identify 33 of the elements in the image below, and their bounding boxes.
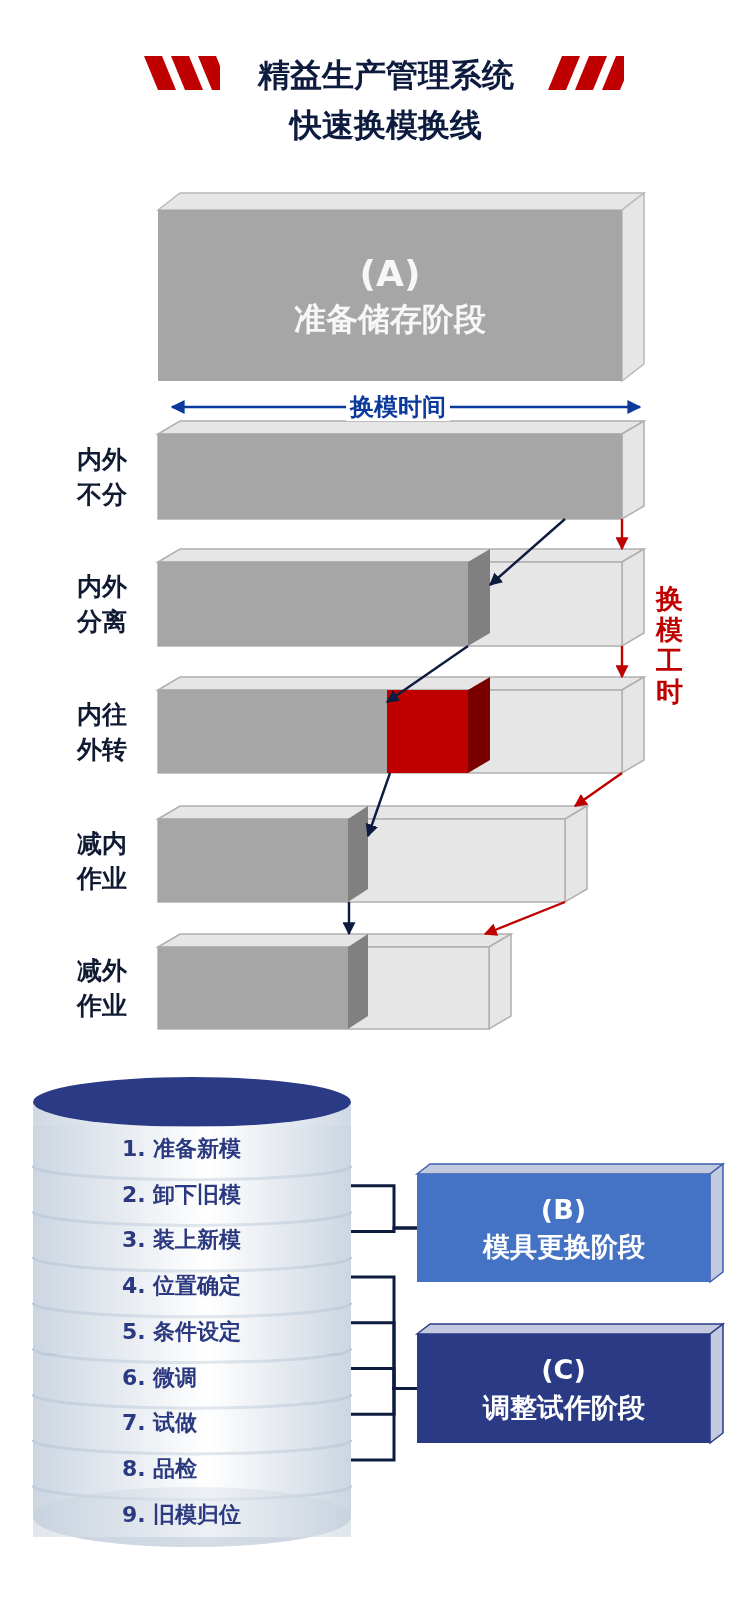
step-text: 2. 卸下旧模: [122, 1180, 242, 1209]
stage-letter: (B): [540, 1193, 587, 1225]
stage-title: 模具更换阶段: [482, 1231, 645, 1263]
row-label: 减内作业: [77, 827, 127, 895]
row-label: 内外分离: [77, 571, 127, 638]
step-text: 1. 准备新模: [122, 1135, 242, 1163]
title: 精益生产管理系统快速换模换线: [256, 55, 515, 146]
bracket-line: [351, 1387, 417, 1462]
arrow: [365, 772, 392, 838]
stage-letter: (A): [359, 253, 421, 295]
bracket-line: [351, 1226, 417, 1233]
row-label: 内往外转: [77, 698, 127, 766]
stage-letter: (C): [541, 1354, 586, 1386]
step-text: 9. 旧模归位: [122, 1500, 242, 1529]
vertical-label: 换模工时: [656, 583, 683, 708]
arrow: [483, 900, 566, 936]
step-text: 5. 条件设定: [122, 1317, 242, 1346]
arrow: [385, 645, 469, 703]
dimension-label: 换模时间: [346, 393, 450, 421]
step-text: 6. 微调: [122, 1363, 198, 1392]
arrow: [615, 646, 629, 679]
step-text: 4. 位置确定: [122, 1272, 242, 1301]
arrow: [615, 519, 629, 551]
step-text: 3. 装上新模: [122, 1226, 242, 1255]
arrow: [573, 772, 623, 807]
stage-title: 调整试作阶段: [482, 1391, 645, 1423]
step-text: 7. 试做: [122, 1409, 198, 1438]
arrow: [342, 902, 356, 936]
row-label: 内外不分: [77, 443, 127, 511]
step-text: 8. 品检: [122, 1454, 198, 1483]
stage-title: 准备储存阶段: [294, 300, 486, 338]
arrow: [489, 518, 566, 586]
row-label: 减外作业: [77, 955, 127, 1022]
